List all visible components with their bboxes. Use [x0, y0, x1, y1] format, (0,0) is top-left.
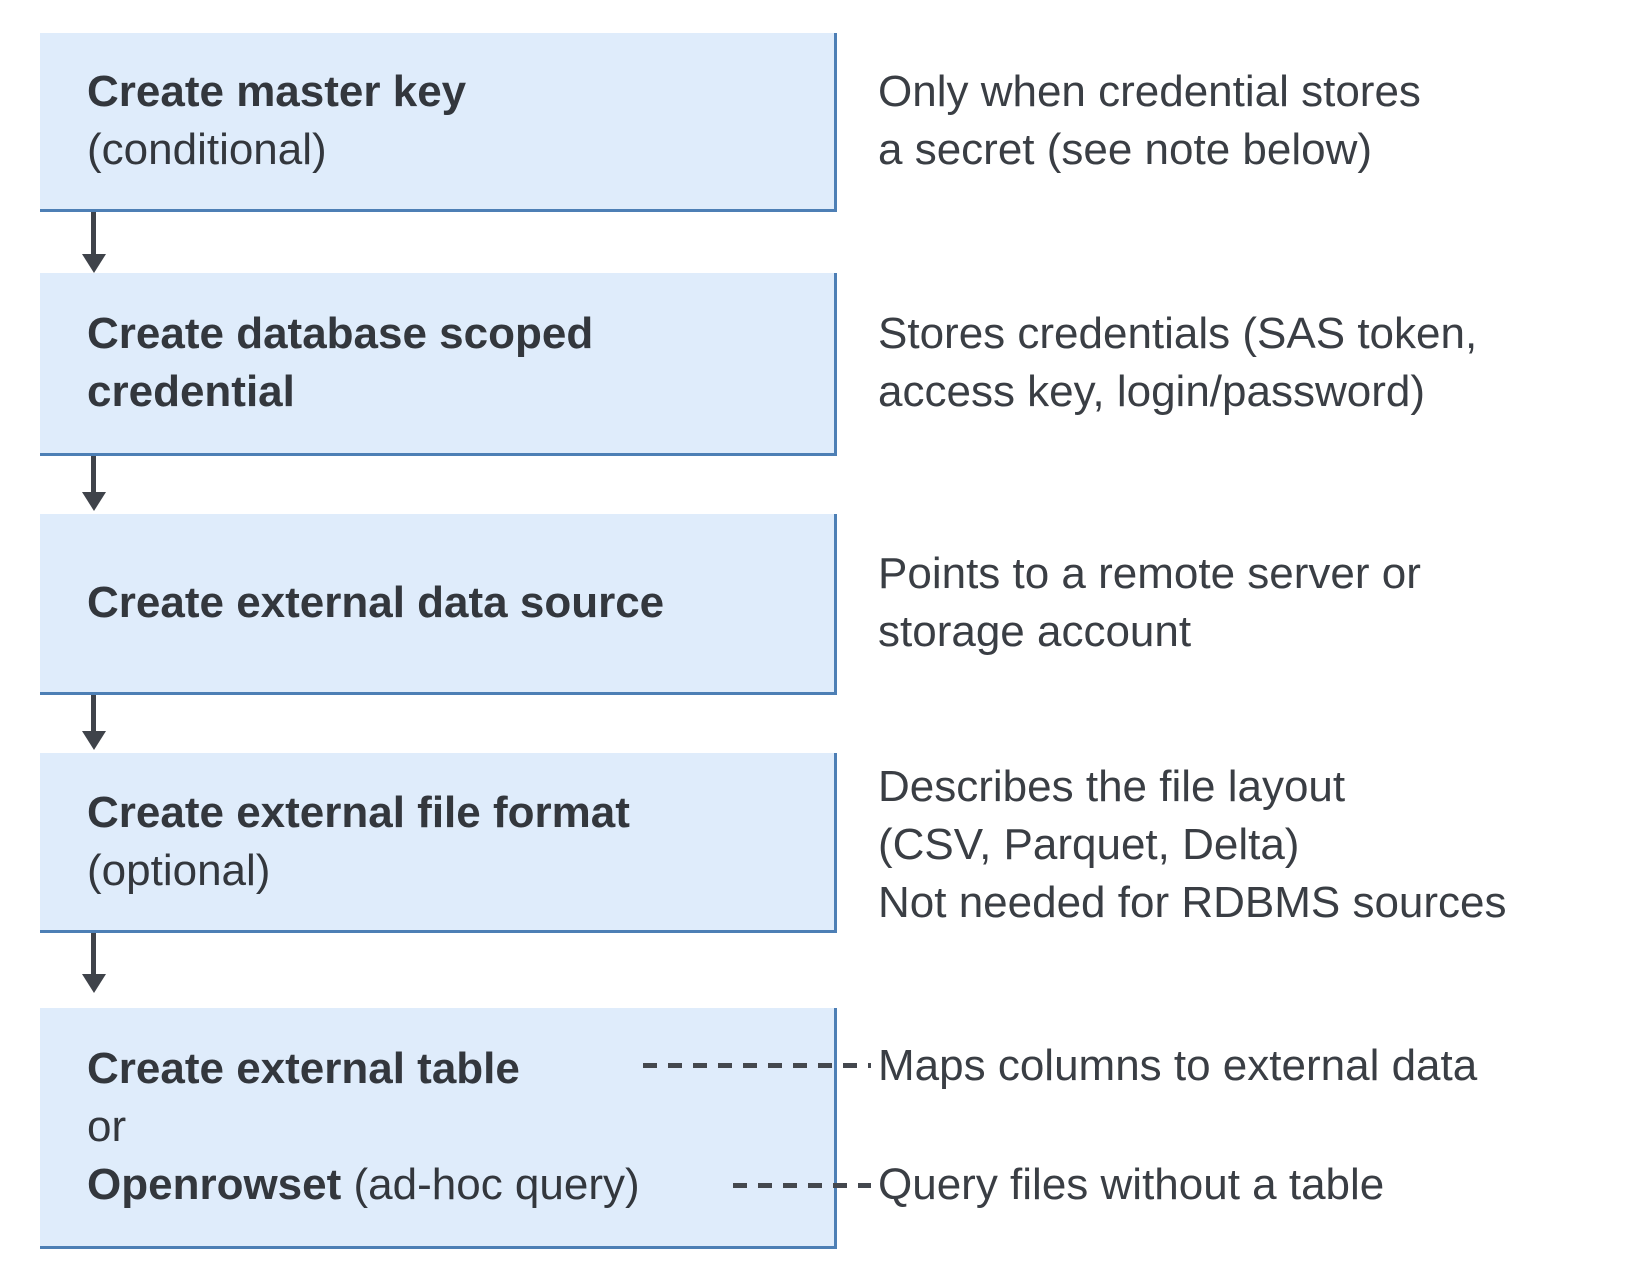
note-create-external-file-format: Describes the file layout (CSV, Parquet,… — [878, 758, 1507, 932]
step-title: Create master key — [87, 67, 467, 116]
down-arrow-icon — [91, 212, 96, 255]
note-create-database-scoped-credential: Stores credentials (SAS token, access ke… — [878, 305, 1477, 421]
note-line: storage account — [878, 607, 1192, 656]
step-title: Create external file format — [87, 787, 630, 837]
dashed-connector-icon — [733, 1183, 871, 1188]
note-line: access key, login/password) — [878, 367, 1425, 416]
down-arrow-head-icon — [82, 974, 106, 993]
down-arrow-icon — [91, 456, 96, 493]
step-box-create-external-table-or-openrowset: Create external table or Openrowset (ad-… — [40, 1008, 837, 1249]
note-openrowset: Query files without a table — [878, 1156, 1384, 1214]
step-title: Create database scoped — [87, 309, 594, 358]
note-line: Points to a remote server or — [878, 549, 1421, 598]
step-subtitle: (optional) — [87, 845, 271, 895]
step-alt-title-keyword: Openrowset — [87, 1160, 342, 1209]
step-subtitle: (conditional) — [87, 125, 327, 174]
down-arrow-head-icon — [82, 492, 106, 511]
step-box-create-external-file-format: Create external file format (optional) — [40, 753, 837, 933]
note-line: Maps columns to external data — [878, 1041, 1478, 1090]
note-line: a secret (see note below) — [878, 125, 1373, 174]
note-line: Describes the file layout — [878, 762, 1346, 811]
step-title: Create external table — [87, 1044, 520, 1093]
note-external-table: Maps columns to external data — [878, 1037, 1477, 1095]
note-line: Stores credentials (SAS token, — [878, 309, 1478, 358]
step-alt-title-suffix: (ad-hoc query) — [341, 1160, 640, 1209]
step-title-line2: credential — [87, 367, 295, 416]
note-line: Not needed for RDBMS sources — [878, 878, 1507, 927]
down-arrow-head-icon — [82, 731, 106, 750]
step-title: Create external data source — [87, 578, 665, 627]
note-create-master-key: Only when credential stores a secret (se… — [878, 63, 1421, 179]
step-box-create-master-key: Create master key (conditional) — [40, 33, 837, 212]
down-arrow-icon — [91, 933, 96, 975]
down-arrow-icon — [91, 695, 96, 732]
dashed-connector-icon — [643, 1063, 871, 1068]
note-line: Only when credential stores — [878, 67, 1421, 116]
down-arrow-head-icon — [82, 254, 106, 273]
step-alt-title: Openrowset (ad-hoc query) — [87, 1156, 834, 1214]
step-or-label: or — [87, 1102, 127, 1151]
step-box-create-external-data-source: Create external data source — [40, 514, 837, 695]
note-line: (CSV, Parquet, Delta) — [878, 820, 1300, 869]
note-create-external-data-source: Points to a remote server or storage acc… — [878, 545, 1421, 661]
note-line: Query files without a table — [878, 1160, 1385, 1209]
step-box-create-database-scoped-credential: Create database scoped credential — [40, 273, 837, 456]
